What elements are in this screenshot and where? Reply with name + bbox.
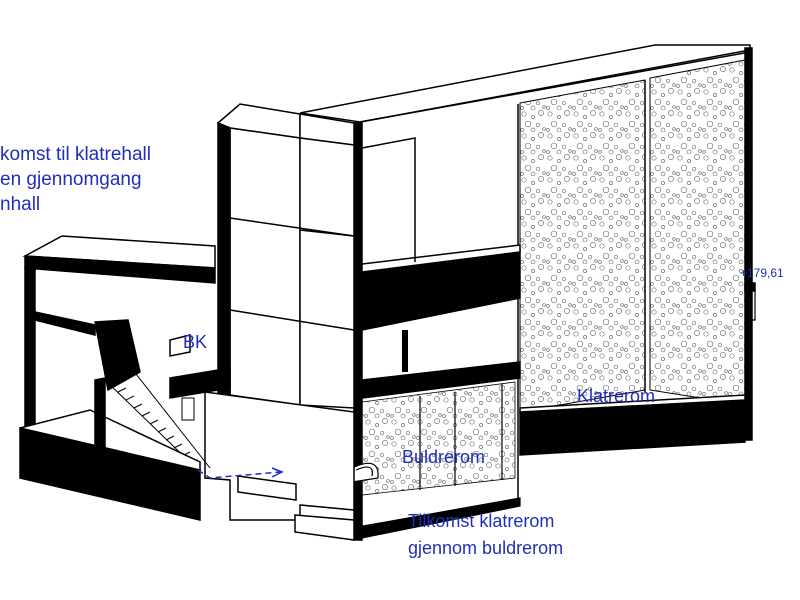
climbing-hall-block xyxy=(299,44,756,541)
access-note-line3: nhall xyxy=(0,194,40,215)
access-route-line1: Tilkomst klatrerom xyxy=(408,511,554,531)
boulder-wall xyxy=(361,381,516,496)
climbing-room-label: Klatrerom xyxy=(577,386,655,406)
access-route-line2: gjennom buldrerom xyxy=(408,538,563,558)
tower-base xyxy=(204,391,355,521)
boulder-room-label: Buldrerom xyxy=(402,447,485,467)
access-note-line1: komst til klatrehall xyxy=(0,144,151,165)
climbing-wall-left xyxy=(519,79,646,413)
mid-floor xyxy=(361,137,521,399)
exterior-step xyxy=(744,282,756,292)
hall-wall-edge-right xyxy=(744,47,753,441)
annex-door xyxy=(181,397,195,421)
boulder-room xyxy=(351,381,521,541)
elevation-label: +179,61 xyxy=(740,266,784,280)
climbing-wall-right xyxy=(649,59,746,406)
central-tower xyxy=(204,103,355,541)
access-path-dashed xyxy=(197,469,281,479)
access-note-line2: en gjennomgang xyxy=(0,169,142,190)
left-annex xyxy=(19,235,284,521)
bk-label: BK xyxy=(183,332,207,352)
